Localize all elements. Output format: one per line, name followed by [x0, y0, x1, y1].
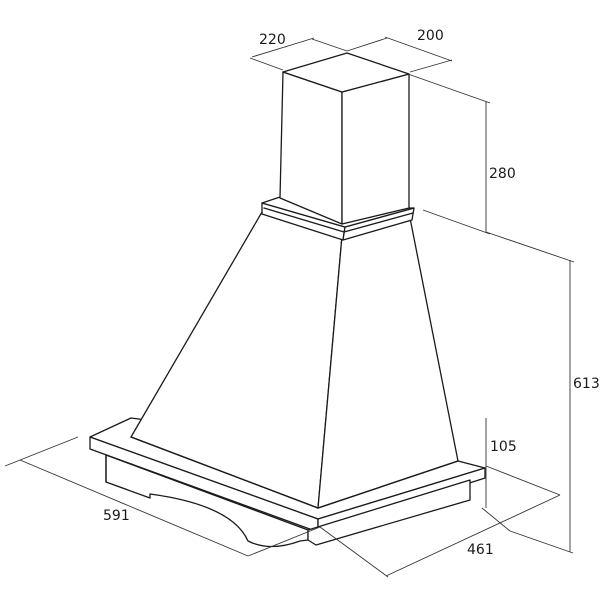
- chimney-right-face: [342, 74, 409, 224]
- dim-hood-depth: 461: [467, 542, 494, 558]
- chimney-left-face: [280, 72, 342, 224]
- dim-hood-width: 591: [103, 508, 130, 524]
- dim-chimney-height: 280: [489, 166, 516, 182]
- dim-canopy-height: 105: [490, 439, 517, 455]
- dim-hood-height: 613: [573, 376, 600, 392]
- dim-chimney-depth: 200: [417, 28, 444, 44]
- dim-chimney-width: 220: [259, 32, 286, 48]
- chimney: [280, 53, 409, 224]
